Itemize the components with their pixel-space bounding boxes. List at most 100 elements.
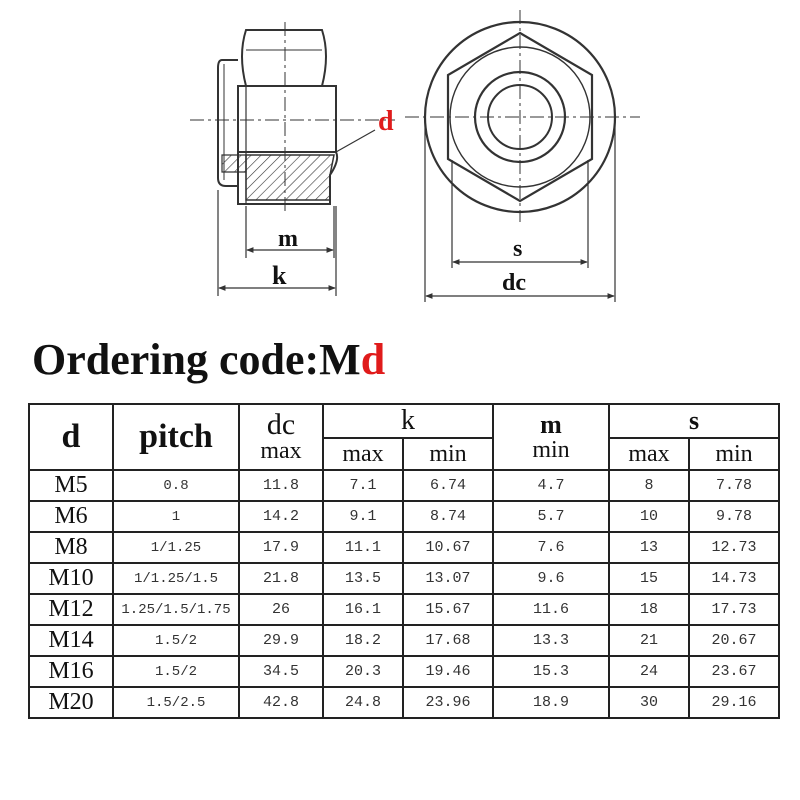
- cell-s-max: 15: [608, 562, 690, 595]
- d-leader-line: [335, 129, 376, 153]
- cell-s-min: 9.78: [688, 500, 780, 533]
- label-s: s: [513, 236, 522, 262]
- table-header-row-1: d pitch dc max k m min s: [28, 403, 780, 471]
- cell-s-max: 24: [608, 655, 690, 688]
- cell-pitch: 1.5/2: [112, 624, 240, 657]
- nut-technical-drawing: d m k s dc: [190, 10, 640, 302]
- dimension-dc: [424, 118, 616, 302]
- cell-k-min: 15.67: [402, 593, 494, 626]
- ordering-code-accent: d: [360, 335, 386, 384]
- cell-k-min: 17.68: [402, 624, 494, 657]
- cell-s-min: 12.73: [688, 531, 780, 564]
- header-m: m min: [492, 403, 610, 471]
- ordering-code-title: Ordering code:Md: [32, 334, 385, 385]
- label-dc: dc: [502, 270, 526, 296]
- side-view-centerlines: [190, 22, 395, 215]
- cell-dc-max: 42.8: [238, 686, 324, 719]
- header-s-min: min: [688, 437, 780, 471]
- cell-k-max: 11.1: [322, 531, 404, 564]
- cell-size: M12: [28, 593, 114, 626]
- cell-dc-max: 11.8: [238, 469, 324, 502]
- cell-s-min: 7.78: [688, 469, 780, 502]
- dimension-k: [217, 190, 337, 296]
- label-d: d: [378, 106, 394, 137]
- cell-s-min: 17.73: [688, 593, 780, 626]
- cell-k-min: 6.74: [402, 469, 494, 502]
- header-k-max: max: [322, 437, 404, 471]
- cell-size: M8: [28, 531, 114, 564]
- header-pitch: pitch: [112, 403, 240, 471]
- cell-s-max: 10: [608, 500, 690, 533]
- cell-s-max: 30: [608, 686, 690, 719]
- cell-size: M16: [28, 655, 114, 688]
- cell-dc-max: 26: [238, 593, 324, 626]
- cell-k-min: 23.96: [402, 686, 494, 719]
- cell-k-max: 16.1: [322, 593, 404, 626]
- cell-k-max: 18.2: [322, 624, 404, 657]
- dimension-m: [245, 206, 335, 258]
- cell-size: M6: [28, 500, 114, 533]
- cell-m-min: 4.7: [492, 469, 610, 502]
- cell-m-min: 9.6: [492, 562, 610, 595]
- dimension-table: d pitch dc max k m min s max min max min…: [28, 403, 780, 719]
- cell-pitch: 1/1.25/1.5: [112, 562, 240, 595]
- cell-s-min: 14.73: [688, 562, 780, 595]
- cell-k-max: 9.1: [322, 500, 404, 533]
- side-view: [217, 29, 339, 205]
- label-k: k: [272, 261, 287, 290]
- cell-pitch: 1: [112, 500, 240, 533]
- cell-dc-max: 21.8: [238, 562, 324, 595]
- cell-pitch: 0.8: [112, 469, 240, 502]
- header-s: s: [608, 403, 780, 439]
- cell-m-min: 7.6: [492, 531, 610, 564]
- cell-pitch: 1.5/2: [112, 655, 240, 688]
- cell-s-min: 20.67: [688, 624, 780, 657]
- dimension-s: [451, 160, 589, 268]
- cell-m-min: 11.6: [492, 593, 610, 626]
- cell-k-min: 13.07: [402, 562, 494, 595]
- cell-dc-max: 29.9: [238, 624, 324, 657]
- cell-k-max: 13.5: [322, 562, 404, 595]
- cell-m-min: 5.7: [492, 500, 610, 533]
- header-dc: dc max: [238, 403, 324, 471]
- cell-dc-max: 14.2: [238, 500, 324, 533]
- cell-s-min: 29.16: [688, 686, 780, 719]
- cell-s-min: 23.67: [688, 655, 780, 688]
- cell-pitch: 1.5/2.5: [112, 686, 240, 719]
- cell-s-max: 8: [608, 469, 690, 502]
- cell-k-min: 10.67: [402, 531, 494, 564]
- header-s-max: max: [608, 437, 690, 471]
- cell-size: M5: [28, 469, 114, 502]
- cell-dc-max: 34.5: [238, 655, 324, 688]
- header-k-min: min: [402, 437, 494, 471]
- header-dc-max: max: [260, 438, 302, 464]
- cell-s-max: 21: [608, 624, 690, 657]
- cell-k-max: 24.8: [322, 686, 404, 719]
- cell-m-min: 18.9: [492, 686, 610, 719]
- cell-size: M20: [28, 686, 114, 719]
- header-d: d: [28, 403, 114, 471]
- table-header-row-2: max min max min: [29, 437, 780, 471]
- cell-k-max: 7.1: [322, 469, 404, 502]
- cell-size: M10: [28, 562, 114, 595]
- cell-m-min: 15.3: [492, 655, 610, 688]
- cell-k-min: 19.46: [402, 655, 494, 688]
- cell-s-max: 13: [608, 531, 690, 564]
- header-dc-label: dc: [266, 408, 296, 441]
- label-m: m: [278, 226, 298, 252]
- cell-m-min: 13.3: [492, 624, 610, 657]
- ordering-code-prefix: Ordering code:M: [32, 335, 361, 384]
- cell-k-min: 8.74: [402, 500, 494, 533]
- cell-size: M14: [28, 624, 114, 657]
- cell-dc-max: 17.9: [238, 531, 324, 564]
- header-k: k: [322, 403, 494, 439]
